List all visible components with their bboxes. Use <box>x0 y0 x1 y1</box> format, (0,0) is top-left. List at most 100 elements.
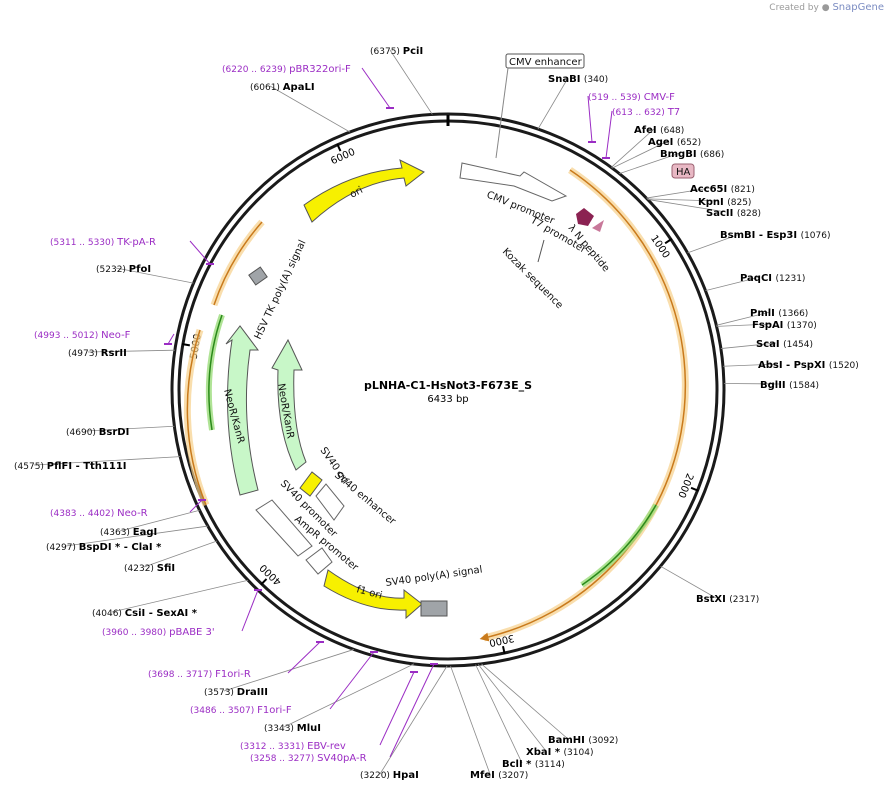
site-label-bamhi[interactable]: BamHI (3092) <box>548 735 618 746</box>
sv40-polya-label: SV40 poly(A) signal <box>385 564 483 588</box>
site-label-sacii[interactable]: SacII (828) <box>706 208 761 219</box>
insert-arcs <box>183 167 689 642</box>
site-leader-15 <box>660 565 717 599</box>
primer-label-cmv-f[interactable]: (519 .. 539) CMV-F <box>588 92 675 103</box>
site-label-bmgbi[interactable]: BmgBI (686) <box>660 149 724 160</box>
site-leader-7 <box>647 199 727 213</box>
site-leader-18 <box>475 664 523 764</box>
site-leader-1 <box>537 77 569 130</box>
site-leader-19 <box>450 665 491 775</box>
site-label-scai[interactable]: ScaI (1454) <box>756 339 813 350</box>
cmv-enhancer-box <box>505 53 585 69</box>
site-label-bglii[interactable]: BglII (1584) <box>760 380 819 391</box>
ha-marker <box>592 220 604 232</box>
site-label-agei[interactable]: AgeI (652) <box>648 137 701 148</box>
site-label-afei[interactable]: AfeI (648) <box>634 125 684 136</box>
primer-label-neo-f[interactable]: (4993 .. 5012) Neo-F <box>34 330 131 341</box>
site-leader-28 <box>85 425 175 432</box>
ori-label: ori <box>348 185 365 201</box>
site-label-xbai-[interactable]: XbaI * (3104) <box>526 747 593 758</box>
primer-leader-1 <box>587 95 593 143</box>
primer-label-f1ori-r[interactable]: (3698 .. 3717) F1ori-R <box>148 669 251 680</box>
site-leader-21 <box>283 663 415 728</box>
cmv-enhancer-leader <box>495 67 509 159</box>
site-label-pfoi[interactable]: (5232) PfoI <box>96 264 151 275</box>
site-label-hpai[interactable]: (3220) HpaI <box>360 770 419 781</box>
cmv-promoter-arrow <box>459 162 568 202</box>
site-leader-13 <box>722 363 779 367</box>
site-label-acc65i[interactable]: Acc65I (821) <box>690 184 755 195</box>
kozak-label: Kozak sequence <box>500 246 565 311</box>
ampr-promoter-box <box>305 547 333 575</box>
hsv-tk-box <box>248 266 268 286</box>
site-label-paqci[interactable]: PaqCI (1231) <box>740 273 805 284</box>
green-arc-line <box>581 504 657 586</box>
site-leader-6 <box>647 198 719 202</box>
primer-label-pbabe-3-[interactable]: (3960 .. 3980) pBABE 3' <box>102 627 215 638</box>
site-leader-25 <box>65 525 208 547</box>
site-label-absi-pspxi[interactable]: AbsI - PspXI (1520) <box>758 360 859 371</box>
sv40-ori-box <box>299 471 323 497</box>
primer-leader-6 <box>241 589 259 632</box>
sv40-enhancer-box <box>315 483 345 521</box>
neo-arc-line <box>186 329 207 506</box>
site-leader-27 <box>33 456 181 466</box>
primer-label-tk-pa-r[interactable]: (5311 .. 5330) TK-pA-R <box>50 237 156 248</box>
site-label-bcli-[interactable]: BclI * (3114) <box>502 759 565 770</box>
site-label-mlui[interactable]: (3343) MluI <box>264 723 321 734</box>
site-label-pflfi-tth111i[interactable]: (4575) PflFI - Tth111I <box>14 461 127 472</box>
sv40-polya-box <box>420 600 448 617</box>
site-leader-3 <box>611 140 669 169</box>
kozak-line <box>537 239 545 263</box>
ring-tick-label-5: 6000 <box>329 147 357 167</box>
site-label-bsmbi-esp3i[interactable]: BsmBI - Esp3I (1076) <box>720 230 831 241</box>
site-leader-2 <box>610 128 655 168</box>
site-leader-11 <box>716 323 773 327</box>
primer-label-f1ori-f[interactable]: (3486 .. 3507) F1ori-F <box>190 705 292 716</box>
ring-tick-0 <box>664 238 673 245</box>
site-label-csii-sexai-[interactable]: (4046) CsiI - SexAI * <box>92 608 198 619</box>
site-leader-23 <box>111 579 249 613</box>
cmv-enhancer-label: CMV enhancer <box>509 57 583 68</box>
ha-label-box <box>671 163 695 179</box>
site-label-draiii[interactable]: (3573) DraIII <box>204 687 268 698</box>
site-leader-12 <box>720 342 777 349</box>
features <box>225 159 695 620</box>
site-label-apali[interactable]: (6061) ApaLI <box>250 82 315 93</box>
site-leader-16 <box>481 663 569 740</box>
site-leader-24 <box>143 540 218 568</box>
site-label-pcii[interactable]: (6375) PciI <box>370 46 423 57</box>
site-label-eagi[interactable]: (4363) EagI <box>100 527 157 538</box>
site-label-bstxi[interactable]: BstXI (2317) <box>696 594 759 605</box>
primer-leader-0 <box>361 67 391 109</box>
primer-label-pbr322ori-f[interactable]: (6220 .. 6239) pBR322ori-F <box>222 64 351 75</box>
primer-leader-3 <box>189 240 211 265</box>
site-label-kpni[interactable]: KpnI (825) <box>698 197 751 208</box>
site-leader-8 <box>687 233 741 254</box>
primer-leader-7 <box>287 641 321 674</box>
primer-leader-5 <box>189 499 203 513</box>
site-label-mfei[interactable]: MfeI (3207) <box>470 770 528 781</box>
site-label-bsrdi[interactable]: (4690) BsrDI <box>66 427 129 438</box>
primer-label-neo-r[interactable]: (4383 .. 4402) Neo-R <box>50 508 148 519</box>
neor-outer-arrow <box>225 325 259 496</box>
primer-labels: (6220 .. 6239) pBR322ori-F (519 .. 539) C… <box>34 64 680 764</box>
ring-tick-4 <box>181 343 190 347</box>
neo-green-arc-outer <box>205 314 225 431</box>
site-leader-9 <box>705 276 761 291</box>
site-label-snabi[interactable]: SnaBI (340) <box>548 74 608 85</box>
primer-leader-4 <box>167 333 175 345</box>
plasmid-name: pLNHA-C1-HsNot3-F673E_S <box>364 379 532 392</box>
site-label-bspdi-clai-[interactable]: (4297) BspDI * - ClaI * <box>46 542 162 553</box>
primer-label-ebv-rev[interactable]: (3312 .. 3331) EBV-rev <box>240 741 346 752</box>
site-label-rsrii[interactable]: (4973) RsrII <box>68 348 127 359</box>
restriction-sites: (6375) PciI SnaBI (340) AfeI (648)AgeI (65… <box>14 46 859 781</box>
primer-label-sv40pa-r[interactable]: (3258 .. 3277) SV40pA-R <box>250 753 367 764</box>
primer-label-t7[interactable]: (613 .. 632) T7 <box>612 107 680 118</box>
hsv-tk-label: HSV TK poly(A) signal <box>253 238 309 341</box>
site-label-fspai[interactable]: FspAI (1370) <box>752 320 817 331</box>
primer-leader-2 <box>605 110 613 159</box>
site-label-sfii[interactable]: (4232) SfiI <box>124 563 175 574</box>
site-label-pmli[interactable]: PmlI (1366) <box>750 308 808 319</box>
